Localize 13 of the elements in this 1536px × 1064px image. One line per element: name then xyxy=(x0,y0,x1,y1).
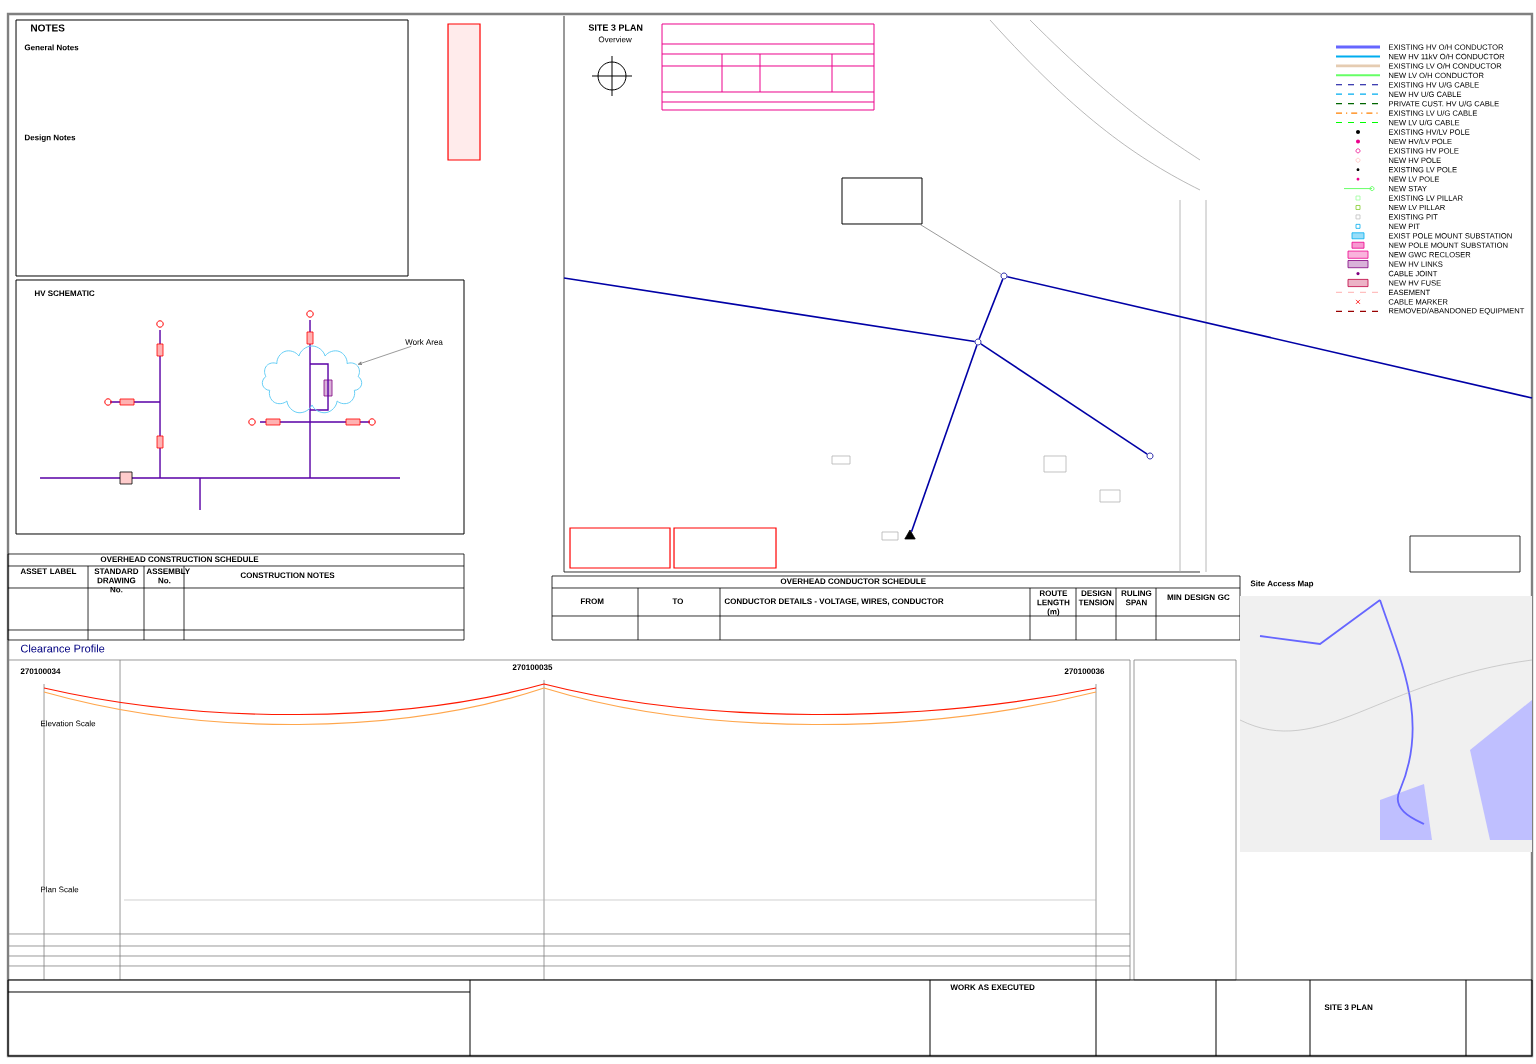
leader-line xyxy=(357,345,412,365)
conductor-line xyxy=(563,277,976,343)
pole-symbol xyxy=(974,338,982,346)
conductor-line xyxy=(1006,275,1533,399)
substation-symbol xyxy=(904,529,916,540)
conductor-line xyxy=(910,344,978,533)
conductor-line xyxy=(978,278,1004,340)
conductor-line xyxy=(980,343,1148,455)
leader-line xyxy=(919,224,1002,275)
work-area-cloud xyxy=(261,345,363,414)
pole-symbol xyxy=(1146,452,1154,460)
pole-symbol xyxy=(1000,272,1008,280)
callout-box xyxy=(841,177,923,225)
